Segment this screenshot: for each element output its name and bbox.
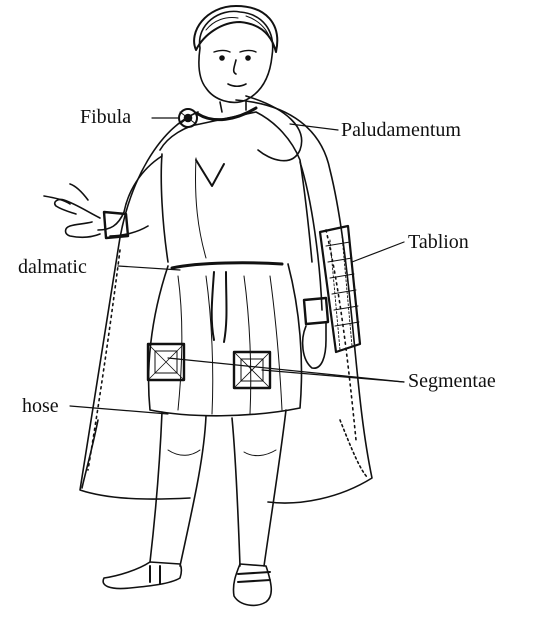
left-hand	[44, 184, 100, 237]
label-dalmatic: dalmatic	[18, 257, 87, 277]
left-shoe	[103, 562, 181, 589]
right-shoe	[233, 564, 271, 605]
head	[194, 6, 277, 112]
label-tablion: Tablion	[408, 232, 469, 252]
leader-tablion	[352, 242, 404, 262]
label-fibula: Fibula	[80, 107, 131, 127]
leader-segmentae-b	[262, 370, 404, 382]
leader-lines	[70, 118, 404, 414]
label-paludamentum: Paludamentum	[341, 120, 461, 140]
label-segmentae: Segmentae	[408, 371, 496, 391]
leader-segmentae-a	[168, 358, 404, 382]
label-hose: hose	[22, 396, 59, 416]
segmentae-left	[148, 344, 184, 380]
fibula-brooch	[179, 109, 197, 127]
hose-legs	[150, 410, 286, 566]
